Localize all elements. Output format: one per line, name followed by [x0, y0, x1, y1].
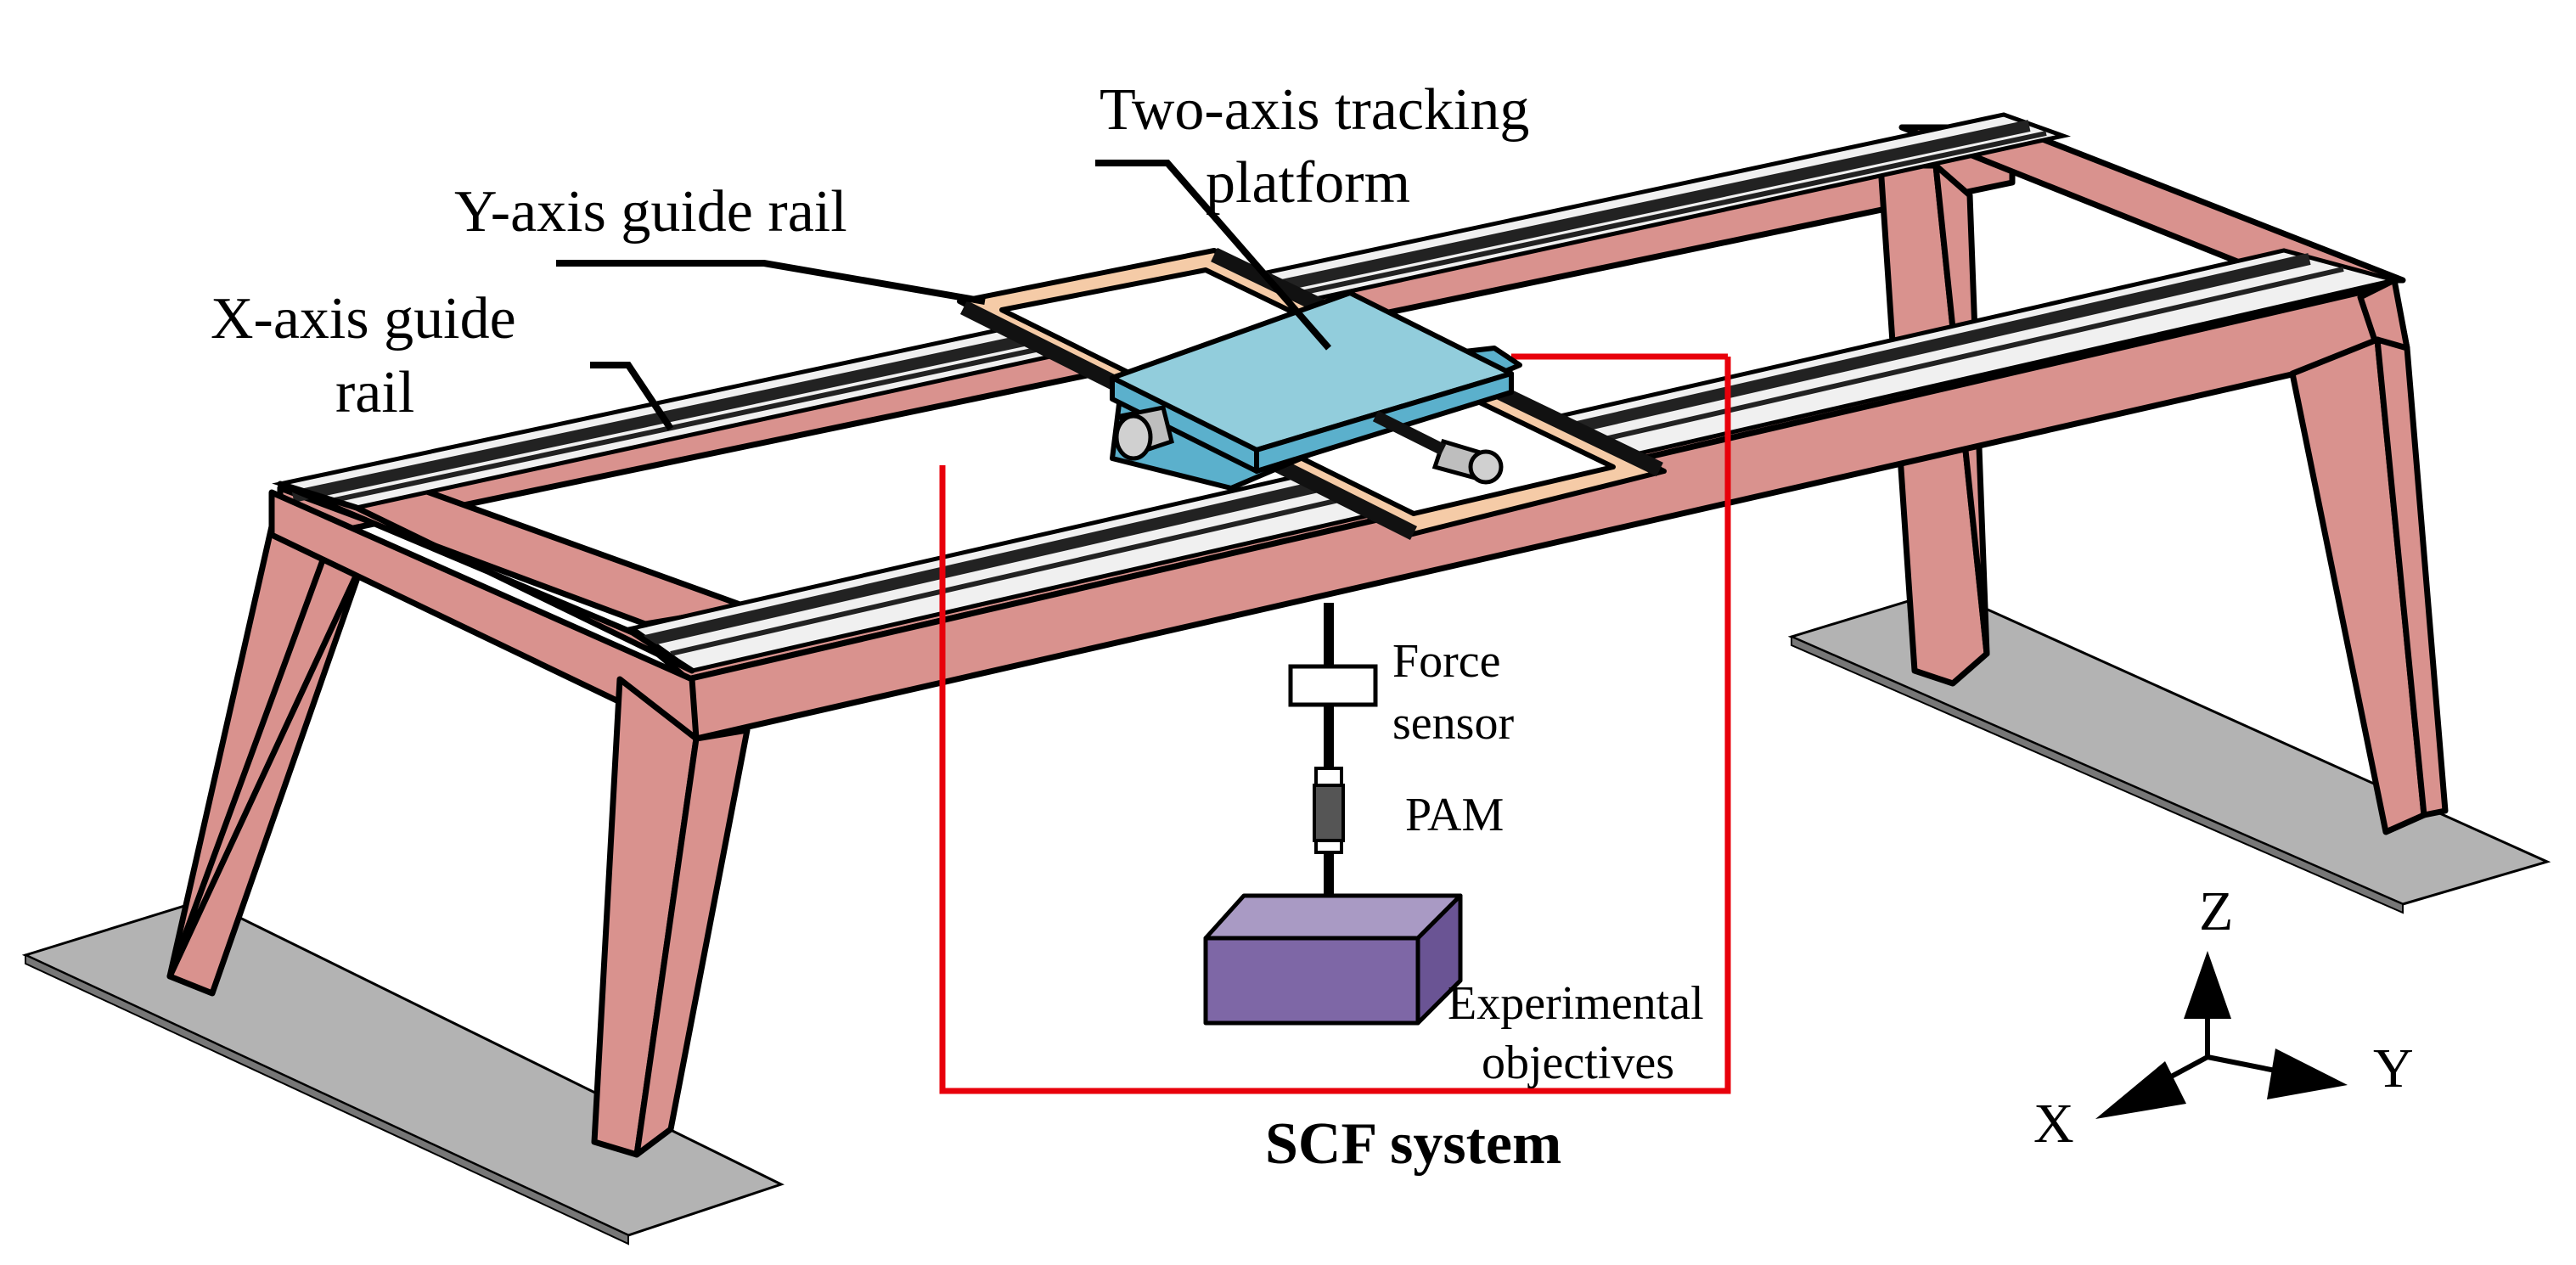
leader-y-rail — [556, 260, 986, 305]
axis-z-label: Z — [2199, 880, 2233, 942]
ground-plate-right-edge — [1791, 635, 2404, 914]
force-sensor-block — [1288, 664, 1378, 707]
label-exp-line2: objectives — [1482, 1037, 1674, 1089]
axis-x-arrow — [2095, 1061, 2186, 1119]
cylinder-rod — [1372, 410, 1447, 456]
label-pam: PAM — [1405, 789, 1504, 841]
front-left-legs — [591, 676, 751, 1158]
pam-bottom-fitting — [1314, 839, 1343, 854]
back-left-legs — [166, 523, 368, 997]
axis-x-label: X — [2033, 1093, 2074, 1155]
experimental-object — [1203, 893, 1463, 1026]
axis-z-arrow — [2184, 951, 2231, 1019]
leader-x-rail — [590, 362, 674, 431]
pam-body — [1313, 784, 1345, 842]
front-left-leg-b — [633, 727, 751, 1158]
label-x-rail-line2: rail — [335, 360, 414, 425]
ground-plate-right — [1787, 588, 2551, 914]
label-force-line1: Force — [1392, 635, 1501, 688]
label-exp-line1: Experimental — [1448, 977, 1704, 1030]
front-right-leg-b — [2374, 336, 2449, 818]
platform-cylinders — [1114, 405, 1504, 485]
ground-plate-left-edge — [25, 953, 629, 1245]
left-end-beam-top — [277, 481, 695, 674]
object-front — [1203, 936, 1420, 1026]
label-two-axis-line1: Two-axis tracking — [1100, 77, 1529, 143]
label-two-axis-line2: platform — [1206, 150, 1410, 216]
label-force-line2: sensor — [1392, 697, 1514, 750]
label-x-rail-line1: X-axis guide — [211, 286, 516, 351]
two-axis-platform — [1110, 290, 1522, 491]
axis-y-arrow — [2267, 1049, 2348, 1099]
front-right-legs — [2289, 336, 2449, 835]
suspension-chain — [1288, 603, 1378, 908]
axis-y-label: Y — [2373, 1037, 2414, 1099]
object-side — [1415, 893, 1463, 1026]
coordinate-axes: Z Y X — [2033, 880, 2414, 1155]
label-y-rail: Y-axis guide rail — [454, 179, 847, 245]
pam-top-fitting — [1314, 767, 1343, 787]
leader-lines — [556, 160, 1332, 431]
scf-boundary-box — [939, 465, 1731, 1094]
cylinder-right-cap — [1468, 449, 1504, 485]
cylinder-left-cap — [1114, 413, 1153, 461]
label-scf-system: SCF system — [1265, 1111, 1561, 1177]
leader-two-axis — [1095, 160, 1332, 351]
